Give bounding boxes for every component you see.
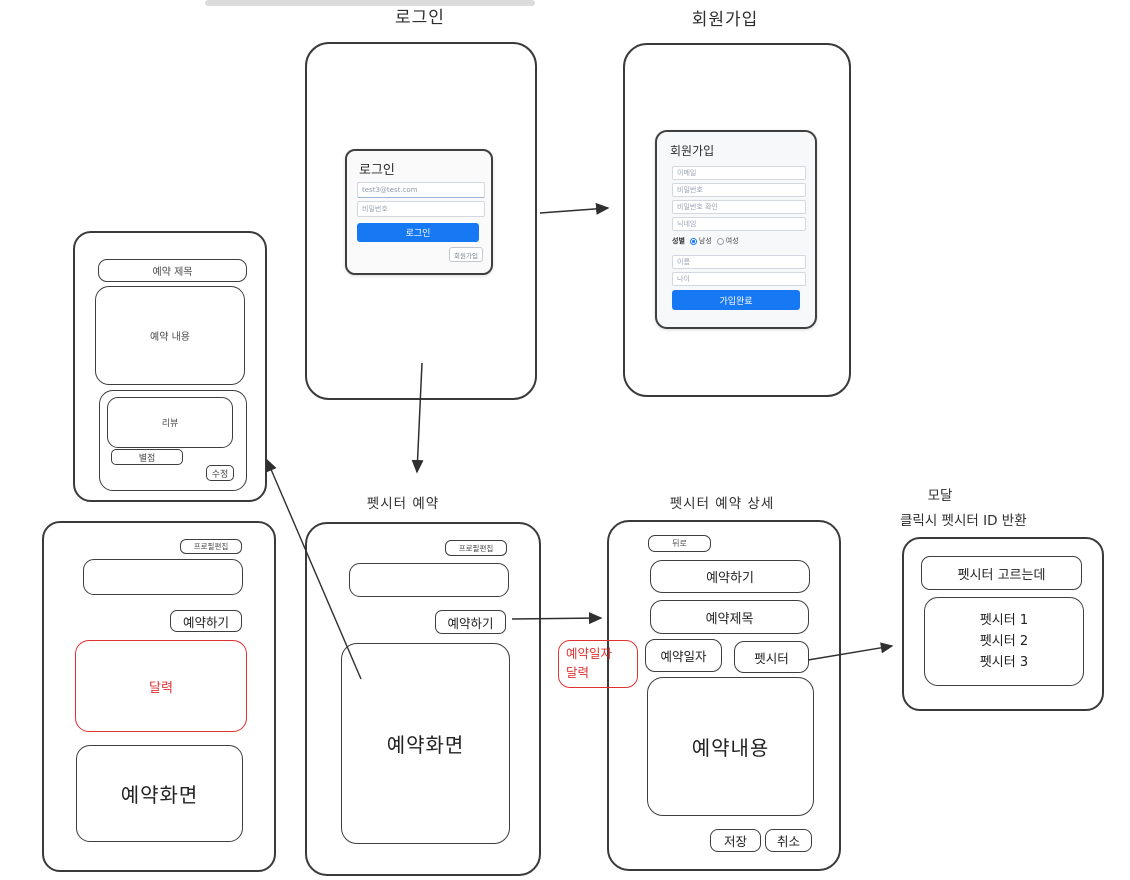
petsitter-screen-frame: 프로필편집 예약하기 예약화면 (305, 522, 541, 876)
signup-password-input[interactable]: 비밀번호 (672, 183, 806, 197)
petsitter-screen-title: 펫시터 예약 (366, 496, 440, 512)
login-card-heading: 로그인 (359, 163, 395, 178)
detail-date-box[interactable]: 예약일자 (645, 639, 722, 672)
cancel-button[interactable]: 취소 (765, 829, 812, 852)
petsitter-profile-edit-button[interactable]: 프로필편집 (445, 540, 507, 556)
gender-male-option[interactable]: 남성 (689, 236, 712, 246)
profile-box (83, 559, 243, 595)
login-button[interactable]: 로그인 (357, 223, 479, 242)
petsitter-list-item-3[interactable]: 펫시터 3 (979, 655, 1029, 670)
petsitter-list-item-2[interactable]: 펫시터 2 (979, 634, 1029, 649)
login-flow-title: 로그인 (395, 8, 445, 28)
signup-submit-button[interactable]: 가입완료 (672, 290, 800, 310)
signup-age-input[interactable]: 나이 (672, 272, 806, 286)
detail-title-box[interactable]: 예약제목 (650, 600, 809, 634)
top-gray-strip (205, 0, 535, 6)
mypage-reserve-button[interactable]: 예약하기 (170, 610, 242, 632)
signup-password-confirm-input[interactable]: 비밀번호 확인 (672, 200, 806, 214)
review-screen-frame: 예약 제목 예약 내용 리뷰 별점 수정 (73, 231, 267, 502)
detail-petsitter-box[interactable]: 펫시터 (734, 641, 809, 673)
signup-flow-title: 회원가입 (691, 10, 759, 30)
modal-heading-box: 펫시터 고르는데 (921, 556, 1082, 590)
annotation-line1: 예약일자 (566, 646, 613, 661)
signup-email-input[interactable]: 이메일 (672, 166, 806, 180)
modal-label: 모달 (927, 488, 953, 504)
detail-reserve-box[interactable]: 예약하기 (650, 560, 810, 593)
back-button[interactable]: 뒤로 (648, 535, 711, 552)
modal-frame: 펫시터 고르는데 펫시터 1 펫시터 2 펫시터 3 (902, 537, 1104, 711)
signup-nickname-input[interactable]: 닉네임 (672, 217, 806, 231)
profile-edit-button[interactable]: 프로필편집 (180, 539, 242, 554)
password-input[interactable]: 비밀번호 (357, 201, 485, 217)
review-box: 리뷰 (107, 397, 233, 448)
detail-screen-title: 펫시터 예약 상세 (669, 496, 775, 512)
reservation-content-box: 예약 내용 (95, 286, 245, 385)
gender-label: 성별 (672, 237, 685, 245)
edit-button[interactable]: 수정 (206, 465, 234, 481)
date-calendar-annotation: 예약일자 달력 (558, 640, 638, 688)
mypage-screen-frame: 프로필편집 예약하기 달력 예약화면 (42, 521, 276, 872)
goto-signup-button[interactable]: 회원가입 (449, 247, 483, 262)
mypage-reservation-screen-box: 예약화면 (76, 745, 243, 842)
email-input[interactable]: test3@test.com (357, 182, 485, 198)
annotation-line2: 달력 (566, 664, 590, 680)
signup-name-input[interactable]: 이름 (672, 255, 806, 269)
gender-female-option[interactable]: 여성 (716, 236, 739, 246)
signup-card-heading: 회원가입 (670, 144, 715, 158)
modal-sublabel: 클릭시 펫시터 ID 반환 (900, 513, 1027, 529)
gender-female-label: 여성 (725, 237, 739, 245)
review-group-box: 리뷰 별점 수정 (99, 390, 247, 491)
gender-male-label: 남성 (698, 237, 712, 245)
login-card: 로그인 test3@test.com 비밀번호 로그인 회원가입 (345, 149, 493, 275)
signup-card: 회원가입 이메일 비밀번호 비밀번호 확인 닉네임 성별 남성 여성 이름 나이… (655, 130, 817, 329)
petsitter-reserve-button[interactable]: 예약하기 (435, 610, 506, 634)
petsitter-reservation-screen-box: 예약화면 (341, 643, 510, 844)
radio-selected-icon (689, 237, 697, 245)
save-button[interactable]: 저장 (710, 829, 761, 852)
modal-list-box: 펫시터 1 펫시터 2 펫시터 3 (924, 597, 1084, 686)
petsitter-profile-box (349, 563, 509, 597)
gender-row: 성별 남성 여성 (672, 236, 739, 246)
rating-bar[interactable]: 별점 (111, 449, 183, 465)
calendar-box[interactable]: 달력 (75, 640, 247, 732)
reservation-title-bar: 예약 제목 (98, 259, 247, 282)
arrow-login-to-signup (539, 202, 610, 215)
signup-phone-frame: 회원가입 이메일 비밀번호 비밀번호 확인 닉네임 성별 남성 여성 이름 나이… (623, 43, 851, 397)
petsitter-list-item-1[interactable]: 펫시터 1 (979, 613, 1029, 628)
login-phone-frame: 로그인 test3@test.com 비밀번호 로그인 회원가입 (305, 42, 537, 400)
radio-unselected-icon (716, 237, 724, 245)
detail-screen-frame: 뒤로 예약하기 예약제목 예약일자 펫시터 예약내용 저장 취소 (607, 520, 841, 871)
detail-content-box[interactable]: 예약내용 (647, 677, 814, 816)
